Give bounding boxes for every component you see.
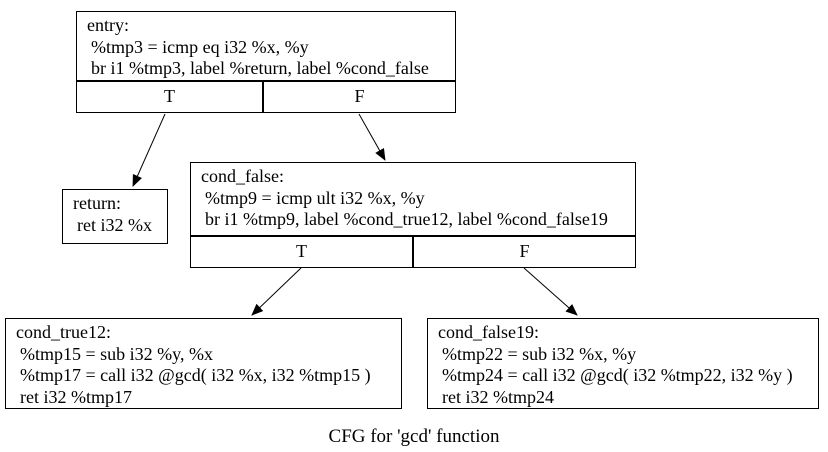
node-entry-body: entry: %tmp3 = icmp eq i32 %x, %y br i1 … — [77, 12, 455, 82]
true-branch-cell: T — [191, 237, 414, 267]
edge-cond_false-true-to-cond_true12 — [251, 267, 302, 316]
graph-caption: CFG for 'gcd' function — [328, 426, 500, 447]
node-return-body: return: ret i32 %x — [63, 190, 167, 236]
ir-instruction: ret i32 %tmp17 — [20, 386, 132, 407]
node-cond_false19-body: cond_false19: %tmp22 = sub i32 %x, %y %t… — [428, 319, 818, 408]
false-branch-cell: F — [519, 241, 530, 262]
ir-instruction: br i1 %tmp9, label %cond_true12, label %… — [205, 209, 608, 229]
edge-entry-false-to-cond_false — [358, 113, 386, 161]
node-cond_false-body: cond_false: %tmp9 = icmp ult i32 %x, %y … — [191, 163, 635, 237]
true-branch-cell: T — [77, 82, 264, 112]
node-return: return: ret i32 %x — [62, 189, 168, 244]
ir-instruction: ret i32 %x — [77, 214, 152, 235]
ir-instruction: %tmp3 = icmp eq i32 %x, %y — [91, 36, 309, 57]
node-cond_true12: cond_true12: %tmp15 = sub i32 %y, %x %tm… — [5, 318, 402, 409]
branch-ports-row: T F — [191, 237, 635, 267]
block-label: cond_false: — [201, 166, 284, 186]
block-label: return: — [73, 193, 121, 213]
ir-instruction: %tmp24 = call i32 @gcd( i32 %tmp22, i32 … — [442, 365, 793, 385]
node-cond_false: cond_false: %tmp9 = icmp ult i32 %x, %y … — [190, 162, 636, 268]
ir-instruction: %tmp22 = sub i32 %x, %y — [442, 343, 637, 364]
node-cond_false19: cond_false19: %tmp22 = sub i32 %x, %y %t… — [427, 318, 819, 409]
node-cond_true12-body: cond_true12: %tmp15 = sub i32 %y, %x %tm… — [6, 319, 401, 408]
edge-entry-true-to-return — [132, 113, 166, 187]
edge-cond_false-false-to-cond_false19 — [523, 267, 578, 316]
ir-instruction: %tmp17 = call i32 @gcd( i32 %x, i32 %tmp… — [20, 365, 371, 385]
block-label: cond_true12: — [16, 322, 111, 342]
ir-instruction: %tmp9 = icmp ult i32 %x, %y — [205, 187, 425, 208]
branch-ports-row: T F — [77, 82, 455, 112]
block-label: entry: — [87, 15, 129, 35]
ir-instruction: %tmp15 = sub i32 %y, %x — [20, 343, 213, 364]
false-branch-cell: F — [354, 86, 365, 107]
node-entry: entry: %tmp3 = icmp eq i32 %x, %y br i1 … — [76, 11, 456, 113]
ir-instruction: br i1 %tmp3, label %return, label %cond_… — [91, 58, 429, 78]
ir-instruction: ret i32 %tmp24 — [442, 386, 554, 407]
block-label: cond_false19: — [438, 322, 539, 342]
